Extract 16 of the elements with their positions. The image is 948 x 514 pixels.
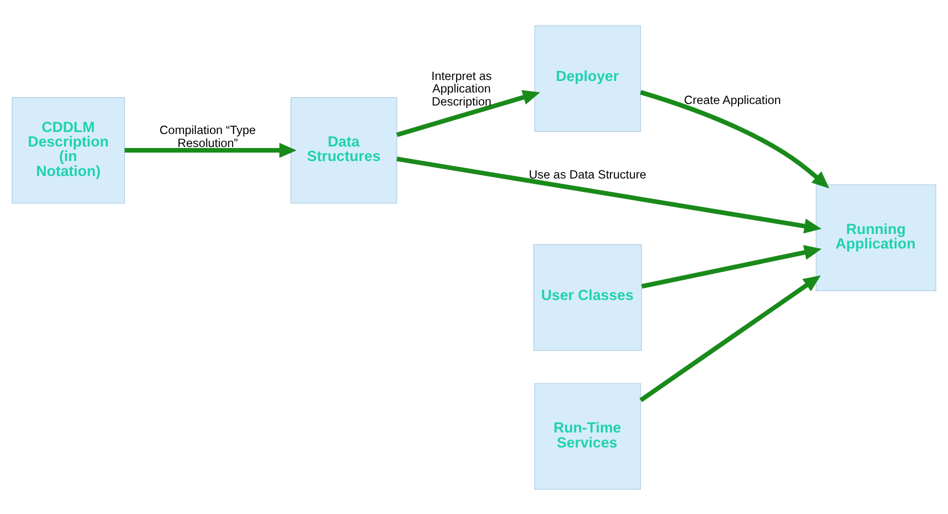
arrow [396,90,540,137]
arrow [396,156,822,234]
arrow [641,244,822,288]
node-box: User Classes [533,244,642,350]
arrow [640,90,830,188]
edge-label: Compilation “Type Resolution” [160,122,256,150]
edge-label: Interpret as Application Description [431,68,492,108]
node-box: Deployer [534,24,641,132]
edge-label: Use as Data Structure [528,166,646,181]
node-box: Running Application [816,184,936,291]
node-box: Run-Time Services [534,382,641,490]
node-box: Data Structures [290,96,398,204]
arrow [124,142,297,158]
node-box: CDDLM Description (in Notation) [12,96,125,204]
arrow [639,274,821,402]
edge-label: Create Application [684,92,781,106]
